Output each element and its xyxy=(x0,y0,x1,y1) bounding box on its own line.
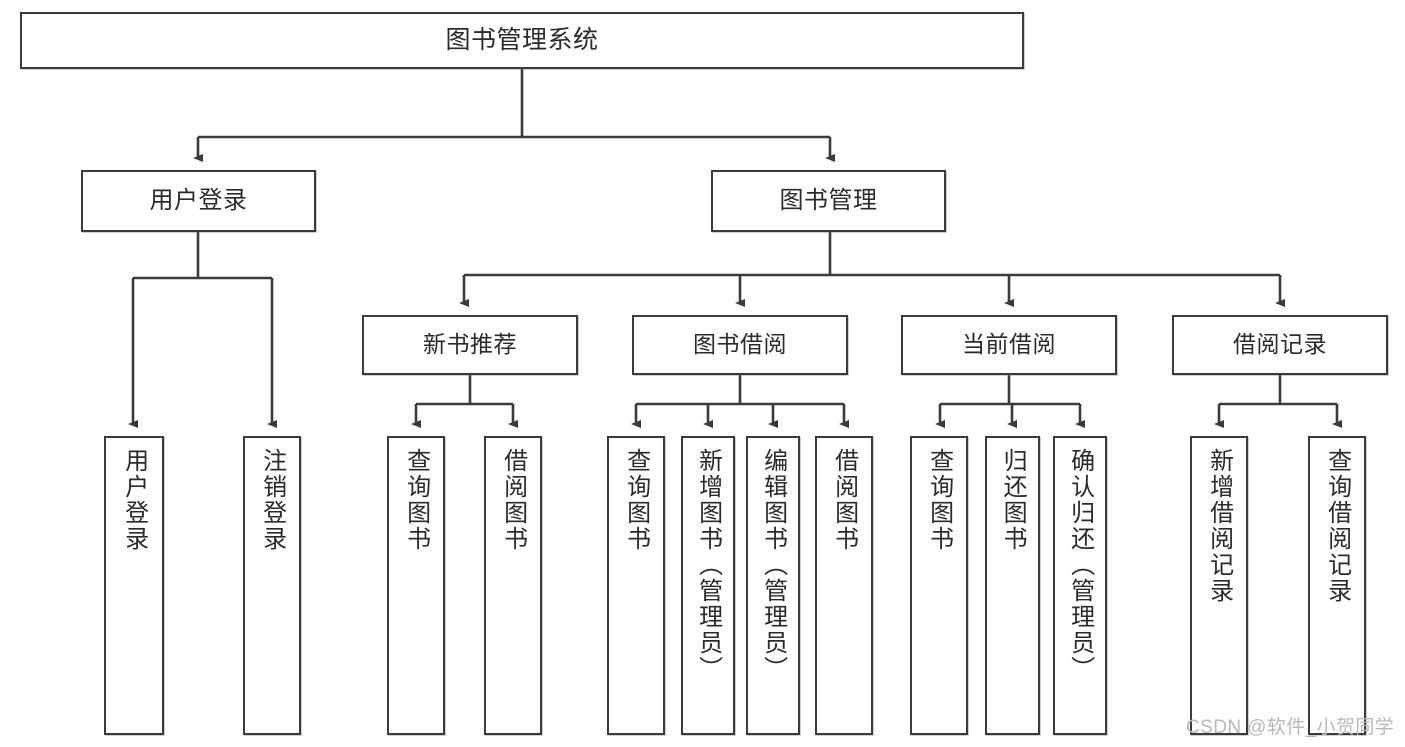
node-leaf-query-record[interactable]: 查询借阅记录 xyxy=(1308,436,1366,735)
node-label: 查询借阅记录 xyxy=(1323,448,1351,604)
node-label: 编辑图书（管理员） xyxy=(759,448,787,682)
node-book-borrow[interactable]: 图书借阅 xyxy=(632,315,848,375)
node-label: 借阅图书 xyxy=(499,448,527,552)
node-leaf-query-book-2[interactable]: 查询图书 xyxy=(607,436,665,735)
node-label: 借阅记录 xyxy=(1233,331,1327,358)
node-borrow-record[interactable]: 借阅记录 xyxy=(1172,315,1388,375)
node-user-login[interactable]: 用户登录 xyxy=(81,170,316,232)
node-label: 查询图书 xyxy=(925,448,953,552)
node-label: 查询图书 xyxy=(622,448,650,552)
node-leaf-add-record[interactable]: 新增借阅记录 xyxy=(1190,436,1248,735)
node-root-system[interactable]: 图书管理系统 xyxy=(20,12,1024,69)
node-leaf-query-book-3[interactable]: 查询图书 xyxy=(910,436,968,735)
node-label: 用户登录 xyxy=(149,186,248,214)
node-leaf-query-book-1[interactable]: 查询图书 xyxy=(387,436,445,735)
node-label: 注销登录 xyxy=(258,448,286,552)
node-label: 借阅图书 xyxy=(830,448,858,552)
node-current-borrow[interactable]: 当前借阅 xyxy=(901,315,1117,375)
node-leaf-add-book[interactable]: 新增图书（管理员） xyxy=(681,436,735,735)
node-leaf-borrow-book-2[interactable]: 借阅图书 xyxy=(815,436,873,735)
node-leaf-user-login[interactable]: 用户登录 xyxy=(104,436,164,735)
node-leaf-edit-book[interactable]: 编辑图书（管理员） xyxy=(746,436,800,735)
node-label: 查询图书 xyxy=(402,448,430,552)
node-leaf-logout[interactable]: 注销登录 xyxy=(243,436,301,735)
node-label: 新书推荐 xyxy=(423,331,517,358)
node-leaf-borrow-book-1[interactable]: 借阅图书 xyxy=(484,436,542,735)
watermark: CSDN @软件_小贺同学 xyxy=(1186,717,1395,738)
node-new-book-recommend[interactable]: 新书推荐 xyxy=(362,315,578,375)
node-book-manage[interactable]: 图书管理 xyxy=(711,170,946,232)
node-label: 图书管理 xyxy=(779,186,878,214)
node-label: 新增借阅记录 xyxy=(1205,448,1233,604)
node-label: 图书管理系统 xyxy=(445,25,599,54)
node-leaf-return-book[interactable]: 归还图书 xyxy=(985,436,1040,735)
node-label: 新增图书（管理员） xyxy=(694,448,722,682)
node-label: 确认归还（管理员） xyxy=(1066,448,1094,682)
node-label: 图书借阅 xyxy=(693,331,787,358)
node-label: 归还图书 xyxy=(999,448,1027,552)
node-label: 当前借阅 xyxy=(962,331,1056,358)
node-leaf-confirm-return[interactable]: 确认归还（管理员） xyxy=(1053,436,1107,735)
node-label: 用户登录 xyxy=(120,448,148,552)
